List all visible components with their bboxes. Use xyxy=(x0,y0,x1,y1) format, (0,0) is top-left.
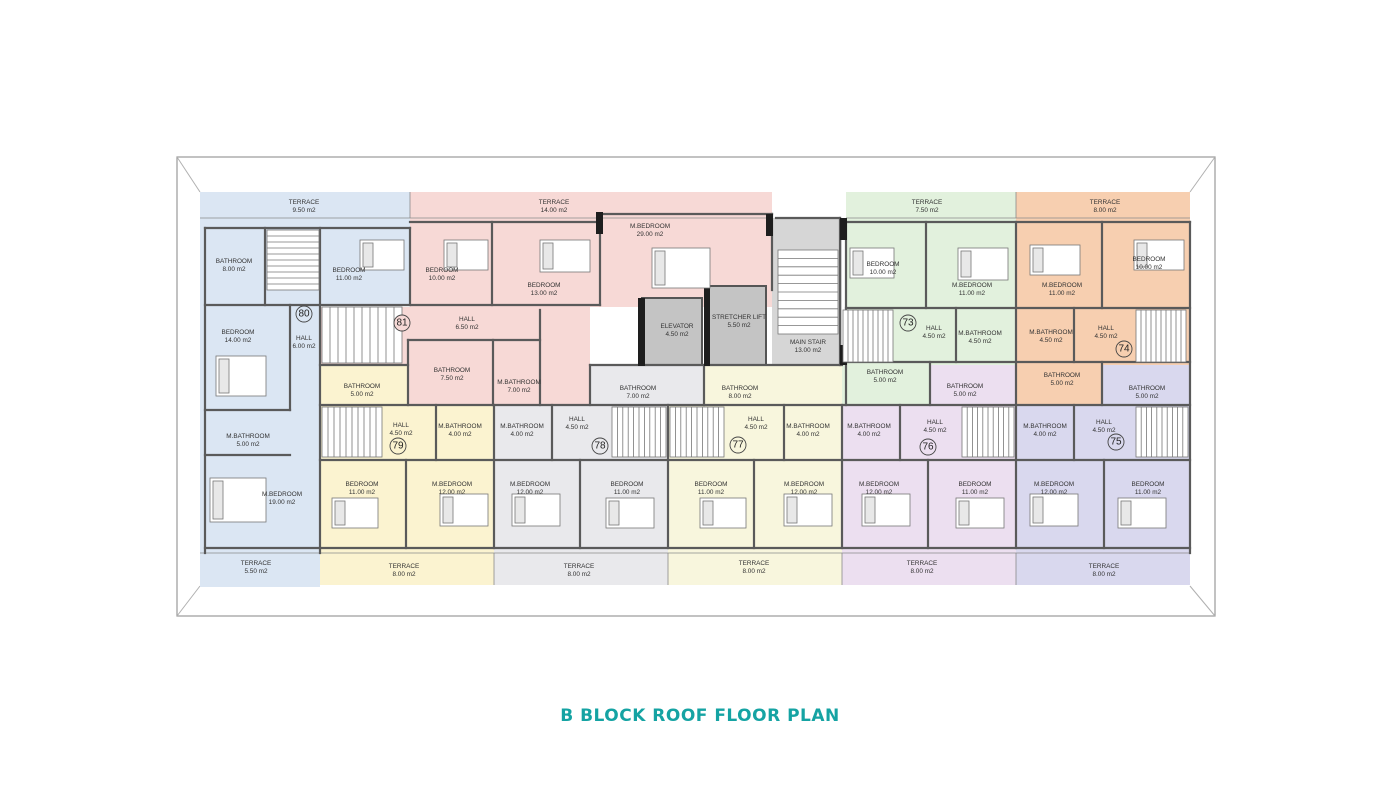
svg-text:76: 76 xyxy=(922,442,934,453)
furniture xyxy=(209,239,1185,529)
unit-badge-78: 78 xyxy=(591,437,609,455)
zone-unit-80-lower xyxy=(200,305,320,587)
unit-badge-76: 76 xyxy=(919,438,937,456)
zone-unit-74-bath2 xyxy=(1016,365,1102,405)
svg-text:77: 77 xyxy=(732,440,744,451)
unit-badge-81: 81 xyxy=(393,314,411,332)
zone-bath-77 xyxy=(704,365,842,405)
unit-badge-73: 73 xyxy=(899,314,917,332)
unit-badge-75: 75 xyxy=(1107,433,1125,451)
svg-text:75: 75 xyxy=(1110,437,1122,448)
walls xyxy=(203,212,1192,555)
plan-title: B BLOCK ROOF FLOOR PLAN xyxy=(560,706,840,726)
zone-bath-76 xyxy=(930,365,1016,405)
staircases xyxy=(266,229,1189,458)
unit-badge-80: 80 xyxy=(295,305,313,323)
svg-text:79: 79 xyxy=(392,441,404,452)
svg-text:73: 73 xyxy=(902,318,914,329)
unit-badge-77: 77 xyxy=(729,436,747,454)
unit-badge-79: 79 xyxy=(389,437,407,455)
svg-text:80: 80 xyxy=(298,309,310,320)
terrace-lines xyxy=(200,192,1190,585)
zone-unit-81-bath xyxy=(320,365,408,405)
unit-badge-74: 74 xyxy=(1115,340,1133,358)
unit-labels: 80 81 73 74 79 78 77 76 75 xyxy=(295,305,1133,456)
svg-text:74: 74 xyxy=(1118,344,1130,355)
svg-text:81: 81 xyxy=(396,318,408,329)
svg-text:78: 78 xyxy=(594,441,606,452)
zone-bath-73 xyxy=(842,365,930,405)
zone-bath-78 xyxy=(590,365,704,405)
zone-unit-74-bath xyxy=(1102,365,1190,405)
